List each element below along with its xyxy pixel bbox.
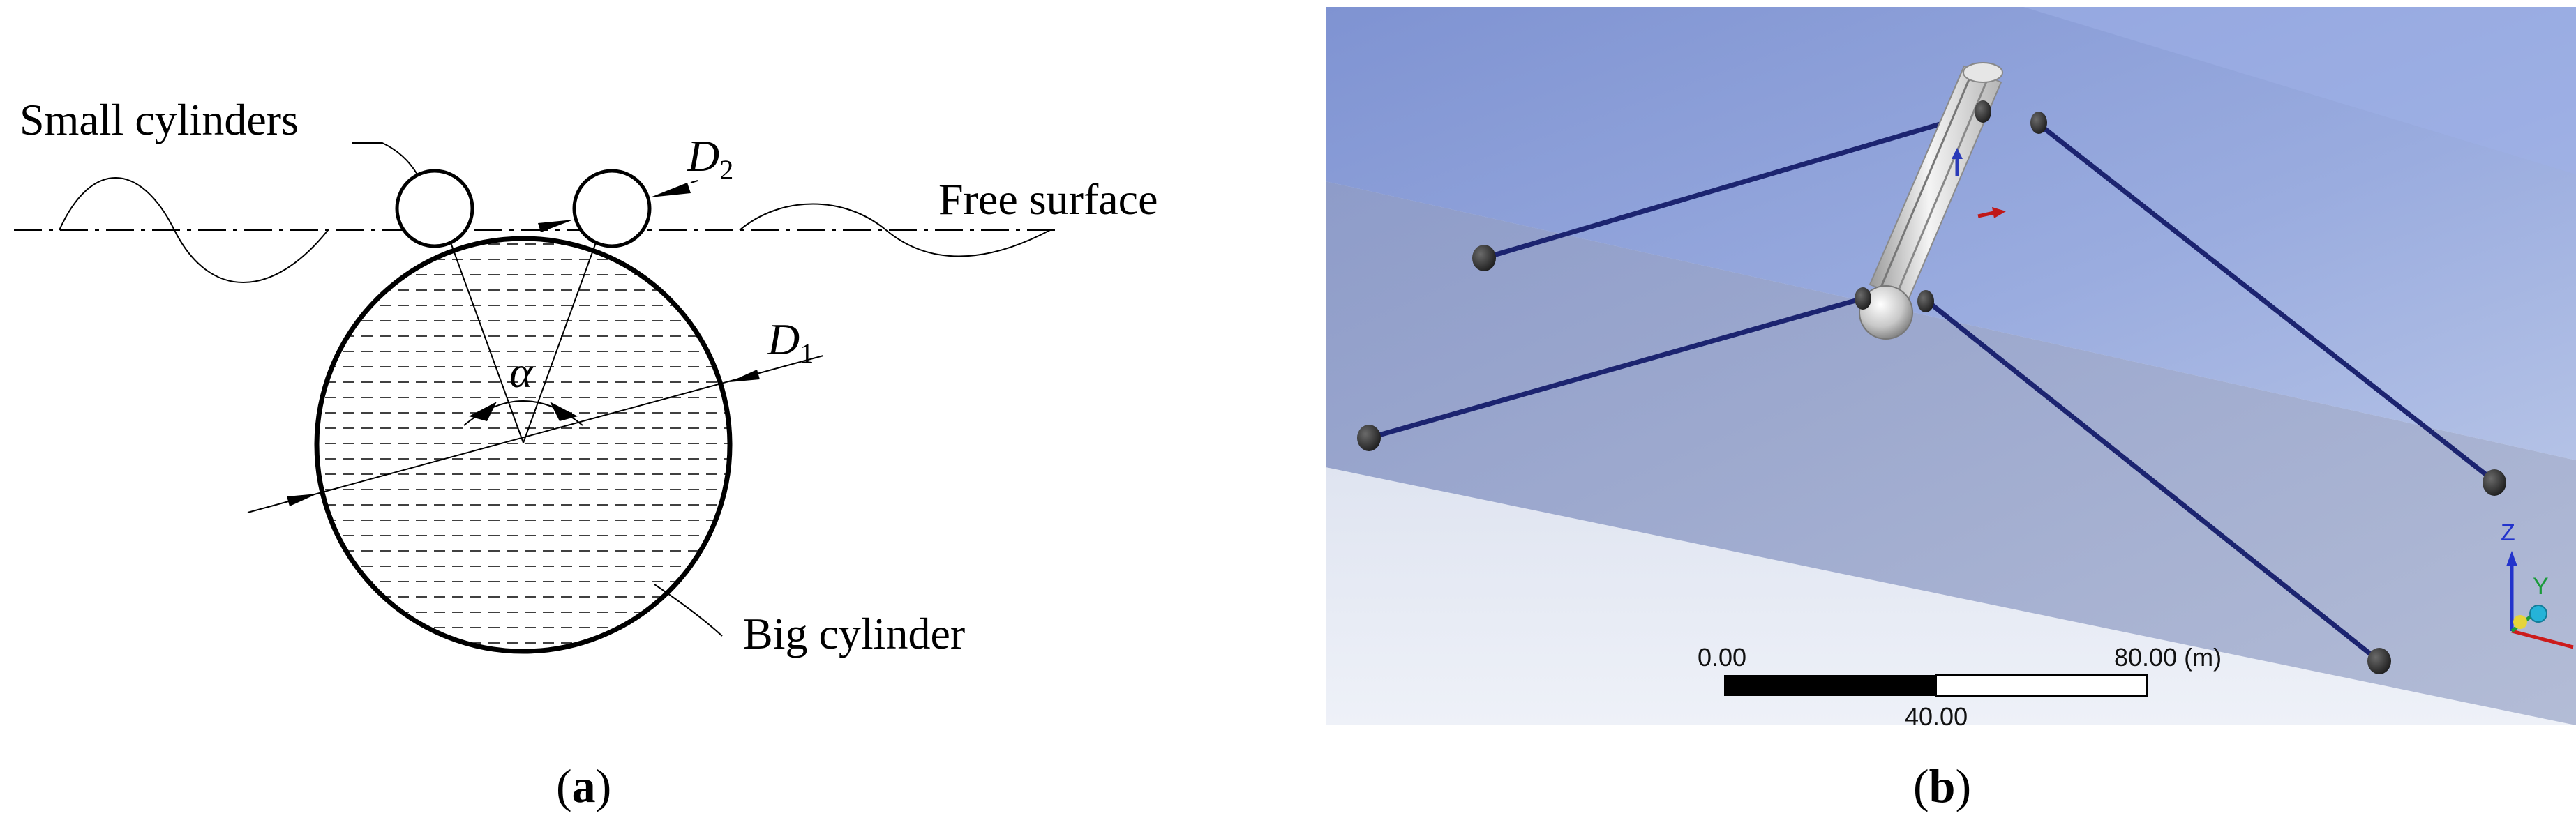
triad-y-label: Y bbox=[2533, 573, 2549, 600]
small-cylinders-leader bbox=[352, 142, 418, 175]
angle-line-right bbox=[523, 242, 597, 443]
mooring-line-2 bbox=[2036, 121, 2497, 484]
scale-bar: 0.00 80.00 (m) 40.00 bbox=[1698, 643, 2222, 731]
coordinate-triad: Z Y bbox=[2501, 520, 2574, 649]
label-big-cylinder: Big cylinder bbox=[743, 609, 965, 658]
model-viewport: 0.00 80.00 (m) 40.00 Z Y (b) bbox=[1326, 7, 2576, 812]
small-cylinder-right bbox=[572, 169, 652, 248]
hull-top-cap bbox=[1963, 62, 2003, 83]
wave-left bbox=[59, 177, 329, 283]
panel-a-schematic: Small cylinders Free surface Big cylinde… bbox=[0, 0, 1256, 831]
fairlead-1 bbox=[1975, 100, 1991, 123]
triad-y-ball bbox=[2529, 605, 2547, 623]
scale-bar-white bbox=[1935, 674, 2148, 697]
d1-arrow-right bbox=[729, 370, 760, 382]
d1-arrow-left bbox=[287, 494, 317, 506]
caption-a: (a) bbox=[556, 759, 611, 812]
wave-right bbox=[739, 203, 1051, 257]
label-d2: D2 bbox=[687, 131, 733, 185]
body-axis-red-head bbox=[1992, 207, 2006, 218]
schematic-diagram: Small cylinders Free surface Big cylinde… bbox=[14, 95, 1158, 812]
alpha-arrow-left bbox=[469, 402, 497, 421]
background-plane-upper bbox=[1326, 7, 2576, 460]
body-axes bbox=[1952, 148, 2006, 218]
mooring-line-3 bbox=[1366, 296, 1866, 441]
scale-mid-value: 40.00 bbox=[1905, 702, 1968, 731]
angle-line-left bbox=[450, 242, 524, 443]
fairlead-3 bbox=[1855, 287, 1871, 310]
scale-left-value: 0.00 bbox=[1698, 643, 1746, 672]
anchor-2 bbox=[2483, 469, 2506, 496]
label-small-cylinders: Small cylinders bbox=[20, 95, 299, 144]
background-plane-lower bbox=[1326, 181, 2576, 725]
big-cylinder bbox=[314, 236, 733, 654]
scale-right-value: 80.00 (m) bbox=[2114, 643, 2222, 672]
d2-leader-line bbox=[690, 180, 698, 183]
anchor-1 bbox=[1472, 245, 1496, 271]
small-cylinder-left bbox=[395, 169, 474, 248]
mooring-lines bbox=[1366, 109, 2497, 664]
triad-z-label: Z bbox=[2501, 520, 2515, 546]
hull-ridge-1 bbox=[1879, 69, 1975, 289]
fairlead-4 bbox=[1917, 290, 1934, 312]
anchor-4 bbox=[2367, 648, 2391, 674]
panel-b-3d-model: 0.00 80.00 (m) 40.00 Z Y (b) bbox=[1256, 0, 2576, 831]
d2-arrow-outer bbox=[650, 183, 691, 197]
mooring-line-4 bbox=[1923, 297, 2382, 664]
mooring-line-1 bbox=[1481, 109, 1986, 261]
triad-x-axis bbox=[2511, 629, 2574, 649]
scale-bar-black bbox=[1724, 675, 1936, 696]
caption-b: (b) bbox=[1913, 759, 1971, 812]
fairlead-2 bbox=[2030, 112, 2047, 134]
body-axis-red bbox=[1977, 211, 1995, 218]
floating-body bbox=[1855, 62, 2047, 340]
background-plane-sky bbox=[2023, 7, 2576, 174]
d1-dimension-line bbox=[247, 355, 824, 513]
d2-arrow-inner bbox=[538, 220, 574, 232]
body-axis-blue-head bbox=[1952, 148, 1963, 159]
anchor-3 bbox=[1357, 425, 1381, 451]
hull-end-sphere bbox=[1859, 285, 1913, 340]
label-alpha: α bbox=[509, 347, 534, 397]
big-cylinder-leader bbox=[654, 584, 723, 637]
label-d1: D1 bbox=[767, 314, 814, 369]
triad-z-head bbox=[2506, 551, 2517, 566]
label-free-surface: Free surface bbox=[938, 174, 1158, 224]
hull-ridge-2 bbox=[1895, 76, 1990, 296]
triad-origin bbox=[2513, 615, 2527, 629]
anchors bbox=[1357, 245, 2506, 674]
alpha-arrow-right bbox=[550, 402, 578, 421]
